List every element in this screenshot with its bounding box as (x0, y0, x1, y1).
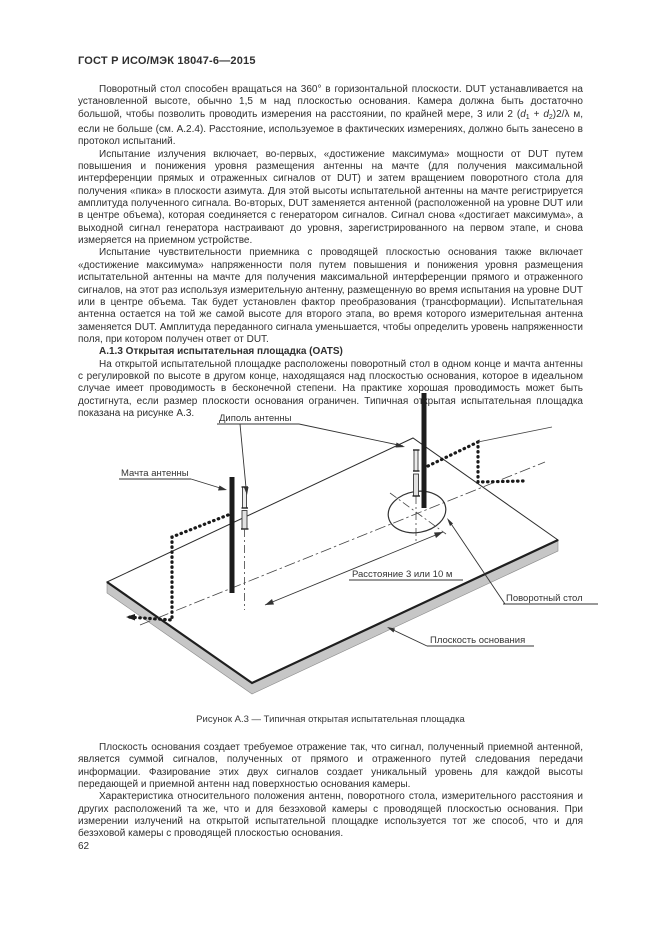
paragraph-turntable: Поворотный стол способен вращаться на 36… (78, 84, 583, 149)
label-distance-text: Расстояние 3 или 10 м (352, 569, 452, 580)
cable-line-right (477, 426, 553, 443)
formula-d2: d (543, 108, 549, 120)
leader-arrowhead (244, 487, 249, 495)
label-mast-text: Мачта антенны (121, 468, 189, 479)
leader-arrowhead (387, 627, 395, 633)
cable-arrowhead-left (126, 614, 135, 621)
label-distance: Расстояние 3 или 10 м (349, 569, 463, 581)
leader-arrowhead (395, 442, 405, 448)
formula-plus: + (529, 108, 544, 120)
formula-d1: d (520, 108, 526, 120)
figure-caption: Рисунок А.3 — Типичная открытая испытате… (196, 714, 465, 725)
centerline-dashdot (139, 461, 546, 626)
label-antenna-mast: Мачта антенны (119, 468, 227, 491)
antenna-cable-left (126, 513, 230, 622)
formula-sub2: 2 (548, 113, 553, 121)
text-block-top: Поворотный стол способен вращаться на 36… (78, 84, 583, 420)
paragraph-radiation-test: Испытание излучения включает, во-первых,… (78, 148, 583, 247)
paragraph-oats-description: На открытой испытательной площадке распо… (78, 358, 583, 419)
oats-diagram: Диполь антенны Мачта антенны Расстояние … (106, 393, 598, 695)
page-number: 62 (78, 841, 90, 852)
section-heading-a13: А.1.3 Открытая испытательная площадка (O… (99, 346, 343, 358)
label-dipole-antennas: Диполь антенны (217, 413, 405, 495)
dipole-antenna-left (241, 486, 249, 610)
paragraph-ground-plane-reflection: Плоскость основания создает требуемое от… (78, 742, 583, 791)
page-header: ГОСТ Р ИСО/МЭК 18047-6—2015 (78, 55, 256, 67)
paragraph-receiver-sensitivity: Испытание чувствительности приемника с п… (78, 247, 583, 345)
text-block-bottom: Плоскость основания создает требуемое от… (78, 742, 583, 841)
label-ground-plane-text: Плоскость основания (430, 635, 525, 646)
label-turntable: Поворотный стол (447, 518, 598, 605)
ground-plane-near-edges (106, 539, 559, 685)
figure-a3-diagram: Диполь антенны Мачта антенны Расстояние … (0, 390, 661, 720)
leader-arrowhead (447, 518, 453, 526)
paragraph-relative-position: Характеристика относительного положения … (78, 791, 583, 840)
formula-sub1: 1 (525, 113, 530, 121)
leader-arrowhead (218, 485, 227, 491)
label-dipole-text: Диполь антенны (219, 413, 292, 424)
turntable-axis-diagonal (389, 492, 447, 535)
dipole-antenna-right (412, 449, 420, 497)
label-turntable-text: Поворотный стол (506, 593, 583, 604)
label-ground-plane: Плоскость основания (387, 627, 534, 647)
paragraph-text: Поворотный стол способен вращаться на 36… (78, 84, 583, 120)
paragraph-text: )2/λ м, если не больше (см. А.2.4). Расс… (78, 108, 583, 148)
dimension-line-distance (264, 531, 444, 606)
antenna-cable-right (426, 439, 525, 484)
